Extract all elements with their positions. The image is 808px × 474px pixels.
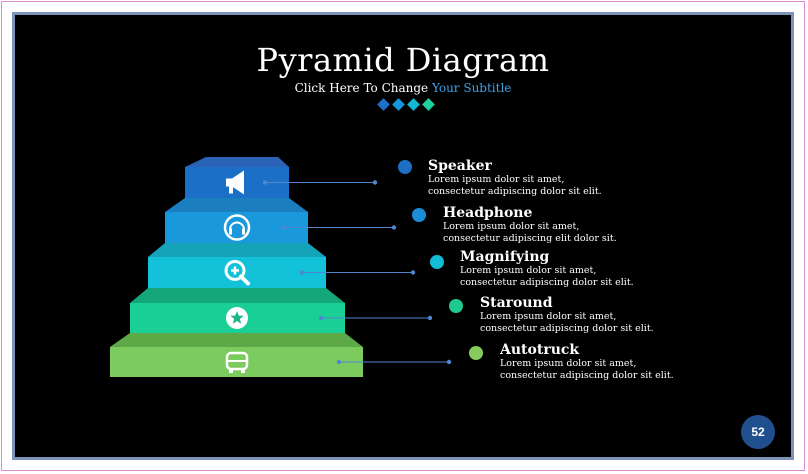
level-dot-4 [449, 299, 463, 313]
slide: Pyramid Diagram Click Here To Change You… [12, 12, 794, 460]
step-top-1 [185, 157, 289, 167]
star-shape [230, 311, 244, 324]
megaphone-icon [226, 170, 244, 195]
magnify-plus-icon [224, 260, 250, 286]
truck-wheel-right [241, 369, 245, 373]
megaphone-handle [229, 186, 233, 194]
step-top-3 [148, 243, 326, 257]
headphone-left [229, 228, 232, 235]
slide-subtitle: Click Here To Change Your Subtitle [15, 81, 791, 95]
level-dot-1 [398, 160, 412, 174]
level-title-2: Headphone [443, 205, 533, 221]
pyramid-level-5 [110, 333, 483, 377]
connector-start-2 [281, 225, 287, 230]
pyramid-level-3 [148, 243, 444, 288]
pyramid-level-1 [185, 157, 412, 198]
slide-title: Pyramid Diagram [256, 41, 550, 79]
page-number: 52 [741, 415, 775, 449]
magnify-lens [224, 260, 246, 281]
star-circle-icon [226, 307, 248, 329]
truck-wheel-left [229, 369, 233, 373]
connector-end-5 [446, 359, 452, 365]
connector-end-4 [427, 315, 433, 321]
level-title-1: Speaker [428, 158, 492, 174]
level-title-5: Autotruck [500, 342, 580, 358]
headphone-ring [223, 214, 251, 241]
pyramid-level-4 [130, 288, 463, 333]
level-description-4: Lorem ipsum dolor sit amet, consectetur … [480, 311, 654, 334]
connector-start-3 [299, 270, 305, 275]
connector-start-1 [262, 180, 268, 185]
level-dot-3 [430, 255, 444, 269]
subtitle-accent: Your Subtitle [431, 81, 512, 95]
level-dot-2 [412, 208, 426, 222]
step-top-2 [165, 198, 308, 212]
step-top-4 [130, 288, 345, 303]
magnify-plus [231, 266, 239, 275]
connector-end-2 [391, 225, 397, 230]
pyramid-level-2 [165, 198, 426, 243]
step-top-5 [110, 333, 363, 347]
magnify-handle [239, 274, 250, 286]
level-description-1: Lorem ipsum dolor sit amet, consectetur … [428, 174, 602, 197]
headphone-icon [223, 214, 251, 241]
level-description-3: Lorem ipsum dolor sit amet, consectetur … [460, 265, 634, 288]
connector-end-3 [410, 270, 416, 275]
connector-end-1 [372, 180, 378, 185]
megaphone-body [226, 170, 244, 195]
subtitle-prefix: Click Here To Change [294, 81, 432, 95]
level-title-3: Magnifying [460, 249, 550, 265]
headphone-right [242, 228, 245, 235]
connector-start-5 [336, 359, 342, 365]
level-description-2: Lorem ipsum dolor sit amet, consectetur … [443, 221, 617, 244]
level-title-4: Staround [480, 295, 553, 311]
truck-icon [225, 351, 249, 373]
level-dot-5 [469, 346, 483, 360]
level-description-5: Lorem ipsum dolor sit amet, consectetur … [500, 358, 674, 381]
connector-start-4 [318, 315, 324, 321]
